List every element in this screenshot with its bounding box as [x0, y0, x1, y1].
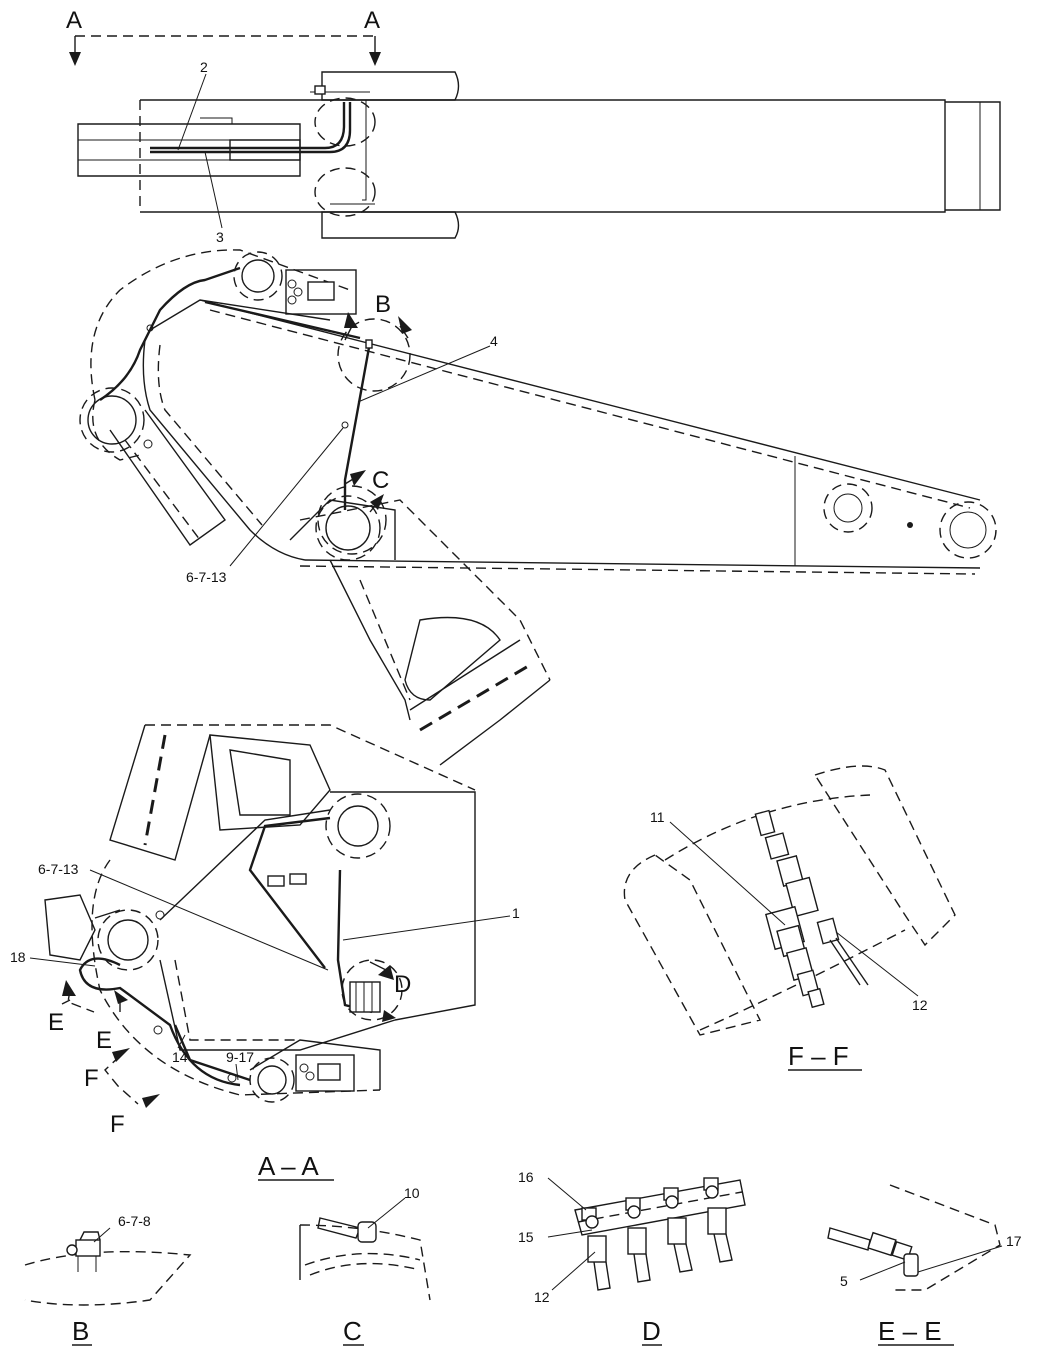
view-label-c: C: [343, 1316, 362, 1346]
callout-4: 4: [490, 333, 498, 349]
section-mark-left: A: [66, 7, 82, 34]
callout-12-ff: 12: [912, 997, 928, 1013]
section-mark-right: A: [364, 7, 380, 34]
detail-mark-b: B: [375, 291, 391, 318]
callout-14: 14: [172, 1049, 188, 1065]
leader-lines: [29, 73, 1003, 1291]
section-cut-line: A A: [66, 7, 381, 66]
callout-labels: 2 3 4 6-7-13 6-7-13 1 18 14 9-17 11 12 6…: [10, 59, 1022, 1305]
detail-d-view: [574, 1177, 746, 1291]
detail-mark-d: D: [394, 971, 411, 998]
section-mark-e1: E: [48, 1009, 64, 1036]
view-labels: A – A F – F B C D E – E: [72, 1041, 954, 1346]
callout-5: 5: [840, 1273, 848, 1289]
callout-11: 11: [650, 809, 665, 825]
detail-c-view: [299, 1217, 431, 1301]
callout-3: 3: [216, 229, 224, 245]
detail-mark-c: C: [372, 467, 389, 494]
view-label-b: B: [72, 1316, 89, 1346]
view-label-aa: A – A: [258, 1151, 319, 1181]
callout-6-7-13-aa: 6-7-13: [38, 861, 79, 877]
callout-15: 15: [518, 1229, 534, 1245]
detail-ee-view: [827, 1184, 1001, 1291]
section-aa-view: D E E F F: [44, 724, 476, 1138]
callout-6-7-8: 6-7-8: [118, 1213, 151, 1229]
callout-16: 16: [518, 1169, 534, 1185]
callout-10: 10: [404, 1185, 420, 1201]
callout-17: 17: [1006, 1233, 1022, 1249]
view-label-d: D: [642, 1316, 661, 1346]
callout-18: 18: [10, 949, 26, 965]
detail-ff-view: [623, 765, 956, 1036]
callout-2: 2: [200, 59, 208, 75]
view-label-ee: E – E: [878, 1316, 942, 1346]
callout-12-d: 12: [534, 1289, 550, 1305]
callout-1: 1: [512, 905, 520, 921]
callout-6-7-13-top: 6-7-13: [186, 569, 227, 585]
callout-9-17: 9-17: [226, 1049, 254, 1065]
view-label-ff: F – F: [788, 1041, 849, 1071]
section-mark-f1: F: [84, 1065, 99, 1092]
arm-plan-view: [77, 71, 1001, 239]
section-mark-f2: F: [110, 1111, 125, 1138]
detail-b-view: [24, 1231, 192, 1306]
arm-side-view: B C: [79, 249, 997, 766]
section-mark-e2: E: [96, 1027, 112, 1054]
